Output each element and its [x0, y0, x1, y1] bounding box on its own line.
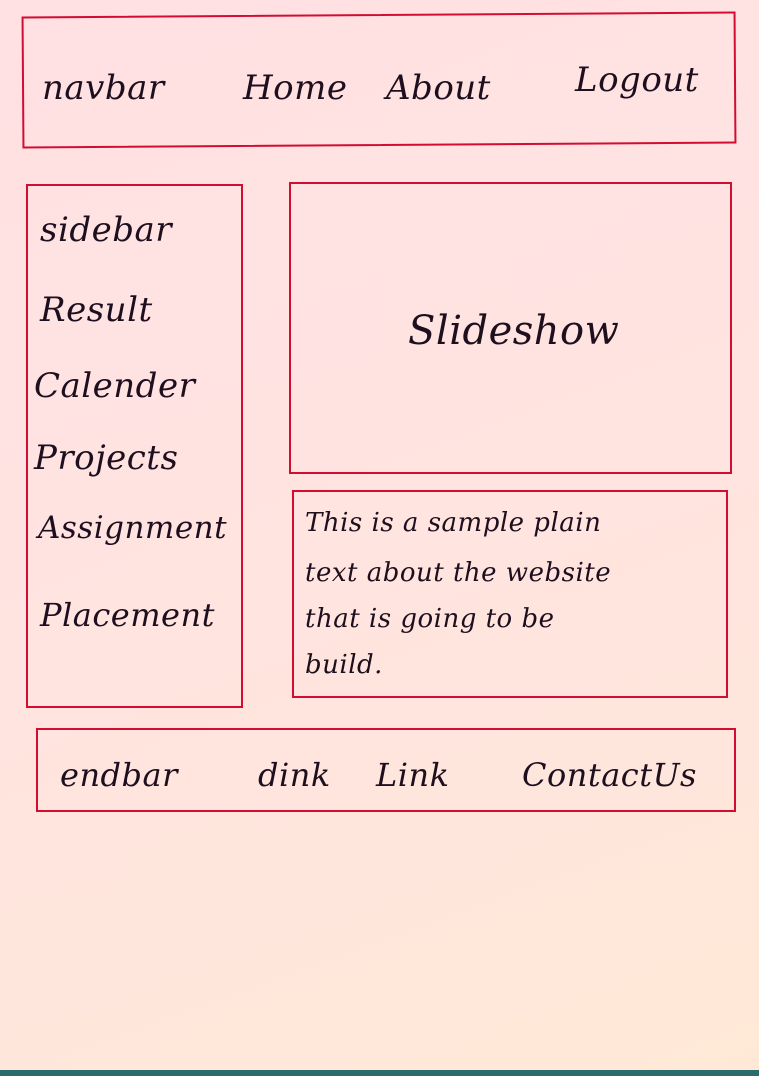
sidebar-title: sidebar [40, 210, 172, 250]
endbar-link-2[interactable]: Link [376, 756, 450, 794]
sidebar-item-placement[interactable]: Placement [40, 596, 215, 634]
endbar-title: endbar [60, 756, 178, 794]
endbar-link-contact[interactable]: ContactUs [522, 756, 697, 794]
sidebar-item-result[interactable]: Result [40, 290, 153, 330]
sidebar-item-calender[interactable]: Calender [34, 366, 196, 406]
slideshow-box [289, 182, 732, 474]
nav-link-about[interactable]: About [386, 68, 491, 108]
slideshow-label: Slideshow [408, 308, 620, 354]
endbar-link-1[interactable]: dink [258, 756, 331, 794]
text-box [292, 490, 728, 698]
paper-edge [0, 1070, 759, 1076]
sidebar-item-projects[interactable]: Projects [34, 438, 179, 478]
sidebar-box [26, 184, 243, 708]
nav-link-home[interactable]: Home [243, 68, 348, 108]
endbar-box [36, 728, 736, 812]
text-line-1: This is a sample plain [305, 508, 602, 538]
sidebar-item-assignment[interactable]: Assignment [38, 510, 228, 546]
text-line-2: text about the website [305, 558, 612, 588]
text-line-4: build. [305, 650, 383, 680]
text-line-3: that is going to be [305, 604, 555, 634]
nav-link-logout[interactable]: Logout [575, 60, 699, 100]
navbar-title: navbar [42, 68, 165, 108]
